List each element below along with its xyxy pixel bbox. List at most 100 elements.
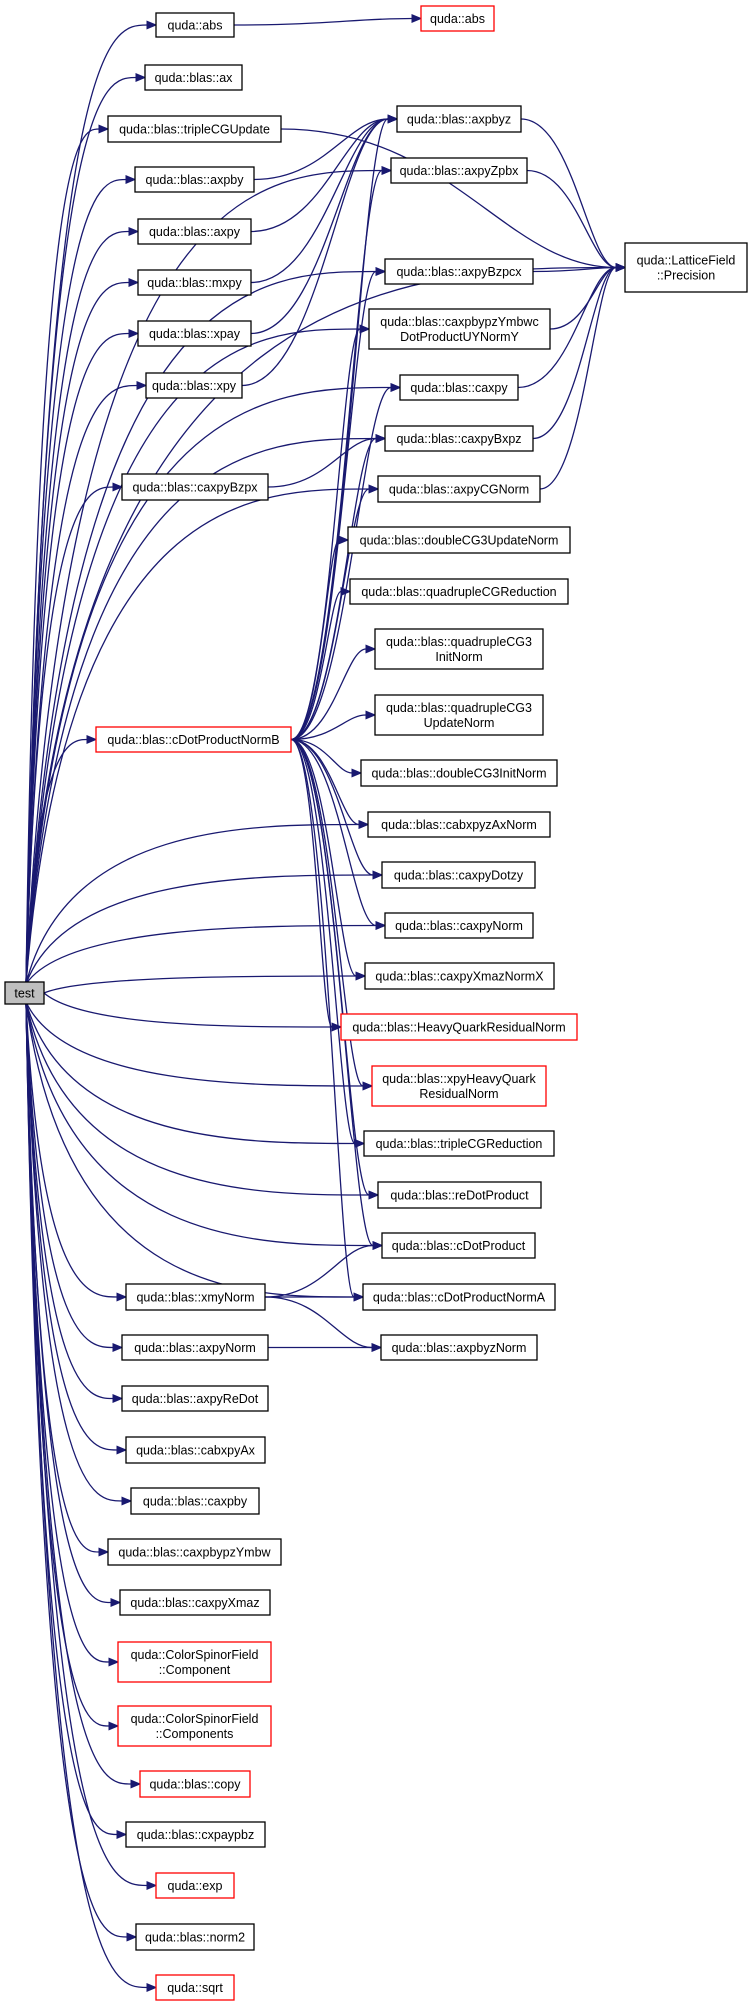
root-node[interactable]: test (4, 981, 45, 1005)
node-box[interactable] (155, 1974, 235, 2001)
node-n22[interactable]: quda::blas::cDotProductNormB (95, 726, 292, 753)
node-box[interactable] (384, 425, 534, 452)
node-n33[interactable]: quda::blas::cDotProduct (381, 1232, 536, 1259)
node-n42[interactable]: quda::blas::caxpyXmaz (119, 1589, 271, 1616)
node-n19[interactable]: quda::blas::doubleCG3UpdateNorm (347, 526, 571, 554)
node-box[interactable] (381, 861, 536, 889)
node-n17[interactable]: quda::blas::caxpyBxpz (384, 425, 534, 452)
node-box[interactable] (390, 157, 528, 184)
node-n26[interactable]: quda::blas::caxpyDotzy (381, 861, 536, 889)
node-n29[interactable]: quda::blas::HeavyQuarkResidualNorm (340, 1013, 578, 1041)
node-n2[interactable]: quda::abs (420, 5, 495, 32)
node-n28[interactable]: quda::blas::caxpyXmazNormX (364, 962, 555, 990)
node-n39[interactable]: quda::blas::cabxpyAx (125, 1436, 266, 1464)
node-box[interactable] (384, 912, 534, 939)
node-box[interactable] (377, 475, 541, 503)
node-n47[interactable]: quda::exp (155, 1872, 235, 1899)
node-box[interactable] (135, 1923, 255, 1951)
node-n31[interactable]: quda::blas::tripleCGReduction (363, 1130, 555, 1157)
node-n32[interactable]: quda::blas::reDotProduct (377, 1181, 542, 1209)
node-n16[interactable]: quda::blas::caxpyBzpx (121, 473, 269, 501)
node-n3[interactable]: quda::blas::ax (144, 64, 243, 91)
node-n13[interactable]: quda::blas::axpyBzpcx (384, 258, 534, 285)
node-n20[interactable]: quda::blas::quadrupleCGReduction (349, 578, 569, 605)
node-box[interactable] (125, 1436, 266, 1464)
node-box[interactable] (399, 374, 519, 401)
node-n12[interactable]: quda::blas::axpyZpbx (390, 157, 528, 184)
node-box[interactable] (155, 1872, 235, 1899)
node-n34[interactable]: quda::blas::xmyNorm (125, 1283, 266, 1311)
node-n46[interactable]: quda::blas::cxpaypbz (125, 1821, 266, 1848)
node-n41[interactable]: quda::blas::caxpbypzYmbw (107, 1538, 282, 1566)
node-n15[interactable]: quda::blas::caxpy (399, 374, 519, 401)
node-box[interactable] (117, 1641, 272, 1683)
node-box[interactable] (371, 1065, 547, 1107)
node-box[interactable] (377, 1181, 542, 1209)
node-n36[interactable]: quda::blas::axpyNorm (121, 1334, 269, 1361)
node-n25[interactable]: quda::blas::cabxpyzAxNorm (367, 811, 551, 838)
node-box[interactable] (420, 5, 495, 32)
node-box[interactable] (380, 1334, 538, 1361)
node-box[interactable] (125, 1821, 266, 1848)
node-box[interactable] (145, 372, 243, 399)
node-box[interactable] (121, 1334, 269, 1361)
node-n10[interactable]: quda::blas::xpay (137, 320, 252, 347)
node-n49[interactable]: quda::sqrt (155, 1974, 235, 2001)
node-n48[interactable]: quda::blas::norm2 (135, 1923, 255, 1951)
node-box[interactable] (340, 1013, 578, 1041)
node-n43[interactable]: quda::ColorSpinorField::Component (117, 1641, 272, 1683)
node-n44[interactable]: quda::ColorSpinorField::Components (117, 1705, 272, 1747)
node-n40[interactable]: quda::blas::caxpby (130, 1487, 260, 1515)
node-box[interactable] (360, 759, 558, 787)
node-box[interactable] (396, 105, 522, 133)
node-box[interactable] (139, 1770, 251, 1798)
node-box[interactable] (107, 1538, 282, 1566)
node-box[interactable] (624, 242, 748, 293)
node-box[interactable] (95, 726, 292, 753)
node-n6[interactable]: quda::blas::axpby (134, 166, 255, 193)
node-box[interactable] (155, 12, 235, 38)
node-box[interactable] (363, 1130, 555, 1157)
node-box[interactable] (362, 1283, 556, 1311)
node-n9[interactable]: quda::blas::mxpy (137, 269, 252, 296)
node-n24[interactable]: quda::blas::doubleCG3InitNorm (360, 759, 558, 787)
node-box[interactable] (367, 811, 551, 838)
node-box[interactable] (119, 1589, 271, 1616)
node-n8[interactable]: quda::blas::axpy (137, 218, 252, 245)
node-n4[interactable]: quda::blas::tripleCGUpdate (107, 115, 282, 143)
node-n14[interactable]: quda::blas::caxpbypzYmbwcDotProductUYNor… (368, 308, 551, 350)
node-box[interactable] (121, 473, 269, 501)
node-box[interactable] (374, 628, 544, 670)
node-box[interactable] (368, 308, 551, 350)
node-box[interactable] (4, 981, 45, 1005)
node-box[interactable] (137, 320, 252, 347)
node-box[interactable] (130, 1487, 260, 1515)
node-box[interactable] (364, 962, 555, 990)
node-n27[interactable]: quda::blas::caxpyNorm (384, 912, 534, 939)
node-box[interactable] (125, 1283, 266, 1311)
node-box[interactable] (347, 526, 571, 554)
node-box[interactable] (121, 1385, 269, 1412)
node-box[interactable] (384, 258, 534, 285)
node-box[interactable] (134, 166, 255, 193)
node-box[interactable] (137, 269, 252, 296)
node-box[interactable] (144, 64, 243, 91)
node-n1[interactable]: quda::abs (155, 12, 235, 38)
node-n5[interactable]: quda::LatticeField::Precision (624, 242, 748, 293)
node-box[interactable] (117, 1705, 272, 1747)
node-n37[interactable]: quda::blas::axpbyzNorm (380, 1334, 538, 1361)
node-box[interactable] (137, 218, 252, 245)
node-n38[interactable]: quda::blas::axpyReDot (121, 1385, 269, 1412)
node-box[interactable] (374, 694, 544, 736)
node-box[interactable] (107, 115, 282, 143)
node-n11[interactable]: quda::blas::xpy (145, 372, 243, 399)
node-n35[interactable]: quda::blas::cDotProductNormA (362, 1283, 556, 1311)
node-n18[interactable]: quda::blas::axpyCGNorm (377, 475, 541, 503)
node-box[interactable] (381, 1232, 536, 1259)
node-box[interactable] (349, 578, 569, 605)
node-n45[interactable]: quda::blas::copy (139, 1770, 251, 1798)
node-n7[interactable]: quda::blas::axpbyz (396, 105, 522, 133)
